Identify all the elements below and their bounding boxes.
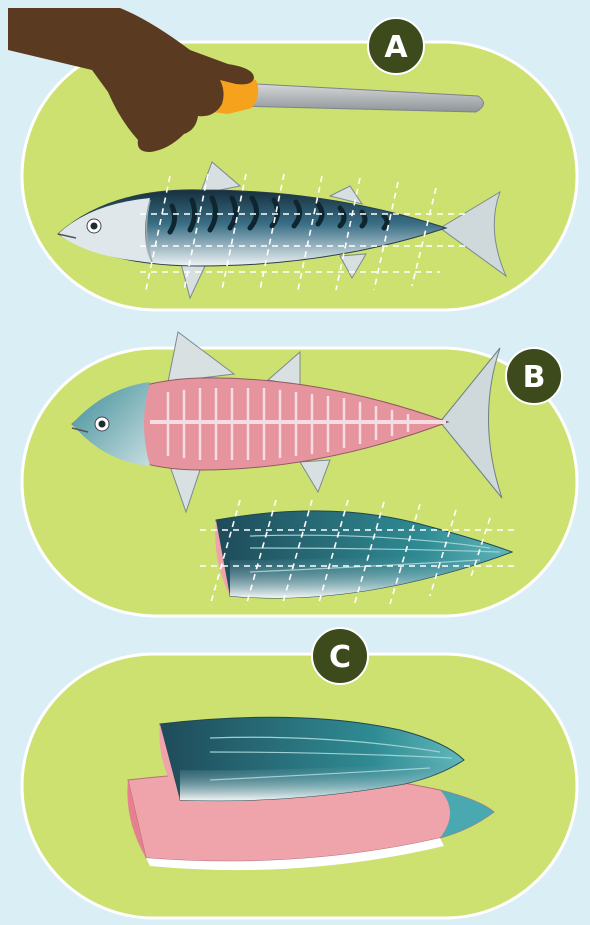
step-c-panel: C xyxy=(22,628,577,918)
step-c-label: C xyxy=(329,640,351,675)
step-a-label: A xyxy=(384,30,408,65)
step-b-panel: B xyxy=(22,332,577,616)
fish-pupil-b xyxy=(99,421,106,428)
step-b-label: B xyxy=(523,360,546,395)
step-a-panel: A xyxy=(8,8,577,310)
mackerel-pupil xyxy=(91,223,98,230)
